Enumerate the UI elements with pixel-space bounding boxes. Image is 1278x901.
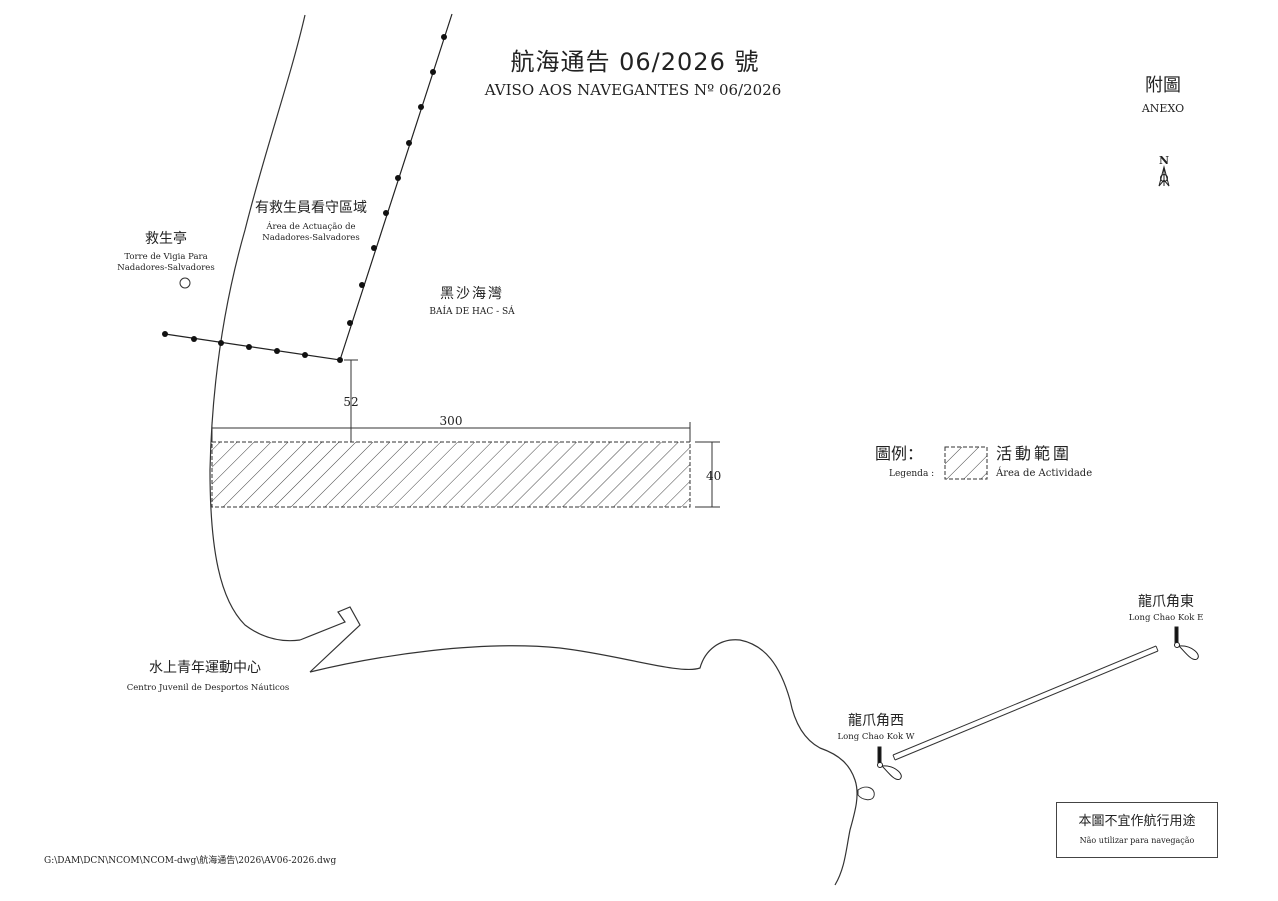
coastline-south (309, 639, 858, 886)
dimension-length: 300 (439, 414, 463, 428)
annex-pt: ANEXO (1141, 102, 1185, 115)
youth-centre-pt: Centro Juvenil de Desportos Náuticos (126, 683, 290, 693)
lifeguard-tower-pt2: Nadadores-Salvadores (117, 263, 215, 273)
dimension-width: 40 (706, 469, 722, 483)
disclaimer-box: 本圖不宜作航行用途 Não utilizar para navegação (1056, 802, 1218, 858)
youth-centre-zh: 水上青年運動中心 (149, 660, 261, 676)
dimension-offset: 52 (343, 395, 359, 409)
legend-item-zh: 活動範圍 (996, 444, 1073, 463)
legend-item-pt: Área de Actividade (996, 468, 1093, 479)
north-label: N (1158, 154, 1170, 167)
lifeguard-boundary (162, 13, 453, 363)
file-path: G:\DAM\DCN\NCOM\NCOM-dwg\航海通告\2026\AV06-… (44, 856, 337, 866)
lck-east-zh: 龍爪角東 (1138, 594, 1194, 610)
lck-east-pt: Long Chao Kok E (1128, 613, 1204, 623)
lifeguard-tower-zh: 救生亭 (145, 231, 187, 247)
bay-zh: 黑沙海灣 (440, 286, 504, 302)
legend-swatch (944, 446, 988, 480)
islet (857, 786, 875, 801)
lifeguard-tower-pt1: Torre de Vigia Para (124, 252, 208, 262)
breakwater (299, 606, 361, 673)
activity-area (211, 441, 691, 508)
notice-title-pt: AVISO AOS NAVEGANTES Nº 06/2026 (484, 81, 782, 99)
lifeguard-area-zh: 有救生員看守區域 (255, 200, 367, 216)
bay-pt: BAÍA DE HAC - SÁ (429, 307, 515, 317)
dimension-lines (211, 359, 720, 508)
north-arrow-icon (1158, 165, 1170, 187)
disclaimer-zh: 本圖不宜作航行用途 (1078, 814, 1196, 829)
notice-title-zh: 航海通告 06/2026 號 (510, 48, 760, 76)
lck-west-pt: Long Chao Kok W (837, 732, 915, 742)
lifeguard-area-pt2: Nadadores-Salvadores (262, 233, 360, 243)
legend-label-zh: 圖例： (875, 444, 924, 463)
barrier-line (892, 645, 1159, 761)
beacon-east-icon (1174, 626, 1199, 661)
lck-west-zh: 龍爪角西 (848, 713, 904, 729)
legend-label-pt: Legenda : (889, 469, 935, 479)
beacon-west-icon (877, 746, 902, 781)
coastline-west (209, 14, 306, 642)
annex-zh: 附圖 (1145, 75, 1181, 96)
lifeguard-area-pt1: Área de Actuação de (266, 222, 356, 232)
disclaimer-pt: Não utilizar para navegação (1079, 836, 1195, 845)
lifeguard-tower-marker (179, 277, 191, 289)
